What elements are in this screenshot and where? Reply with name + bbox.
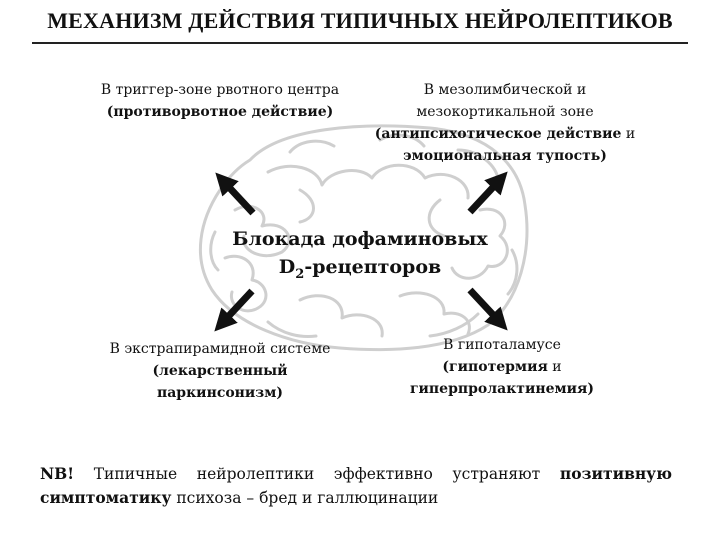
nb-label: NB! (40, 464, 75, 483)
effect-location: В мезолимбической и (423, 82, 587, 98)
effect-result-2: паркинсонизм) (156, 385, 284, 401)
arrow-down-right-icon (467, 287, 508, 331)
effect-location-2: мезокортикальной зоне (416, 104, 594, 120)
central-mechanism: Блокада дофаминовых D2-рецепторов (210, 225, 510, 289)
effect-hypothalamus: В гипоталамусе (гипотермия и гиперпролак… (352, 334, 652, 400)
effect-result: (лекарственный (152, 363, 288, 379)
footnote-text-2: психоза – бред и галлюцинации (171, 489, 439, 507)
arrow-up-left-icon (215, 172, 256, 216)
central-mechanism-line2: D2-рецепторов (278, 256, 442, 282)
effect-result-2: гиперпролактинемия) (409, 381, 595, 397)
arrow-down-left-icon (214, 288, 255, 332)
effect-location: В гипоталамусе (443, 337, 561, 353)
effect-result-2: эмоциональная тупость) (403, 148, 607, 164)
effect-result: (антипсихотическое действие и (374, 126, 636, 142)
footnote-emphasis: позитивную симптоматику (40, 464, 672, 507)
footnote: NB! Типичные нейролептики эффективно уст… (40, 462, 672, 510)
effect-trigger-zone: В триггер-зоне рвотного центра (противор… (70, 79, 370, 123)
effect-location: В экстрапирамидной системе (109, 341, 331, 357)
title-underline (32, 42, 688, 44)
effect-extrapyramidal: В экстрапирамидной системе (лекарственны… (70, 338, 370, 404)
arrow-up-right-icon (467, 171, 508, 215)
effect-mesolimbic: В мезолимбической и мезокортикальной зон… (355, 79, 655, 167)
page-title: МЕХАНИЗМ ДЕЙСТВИЯ ТИПИЧНЫХ НЕЙРОЛЕПТИКОВ (47, 8, 673, 33)
footnote-text: Типичные нейролептики эффективно устраня… (74, 465, 560, 483)
central-mechanism-line1: Блокада дофаминовых (232, 228, 488, 250)
effect-result: (гипотермия и (442, 359, 562, 375)
effect-location: В триггер-зоне рвотного центра (100, 82, 340, 98)
effect-result: (противорвотное действие) (106, 104, 334, 120)
